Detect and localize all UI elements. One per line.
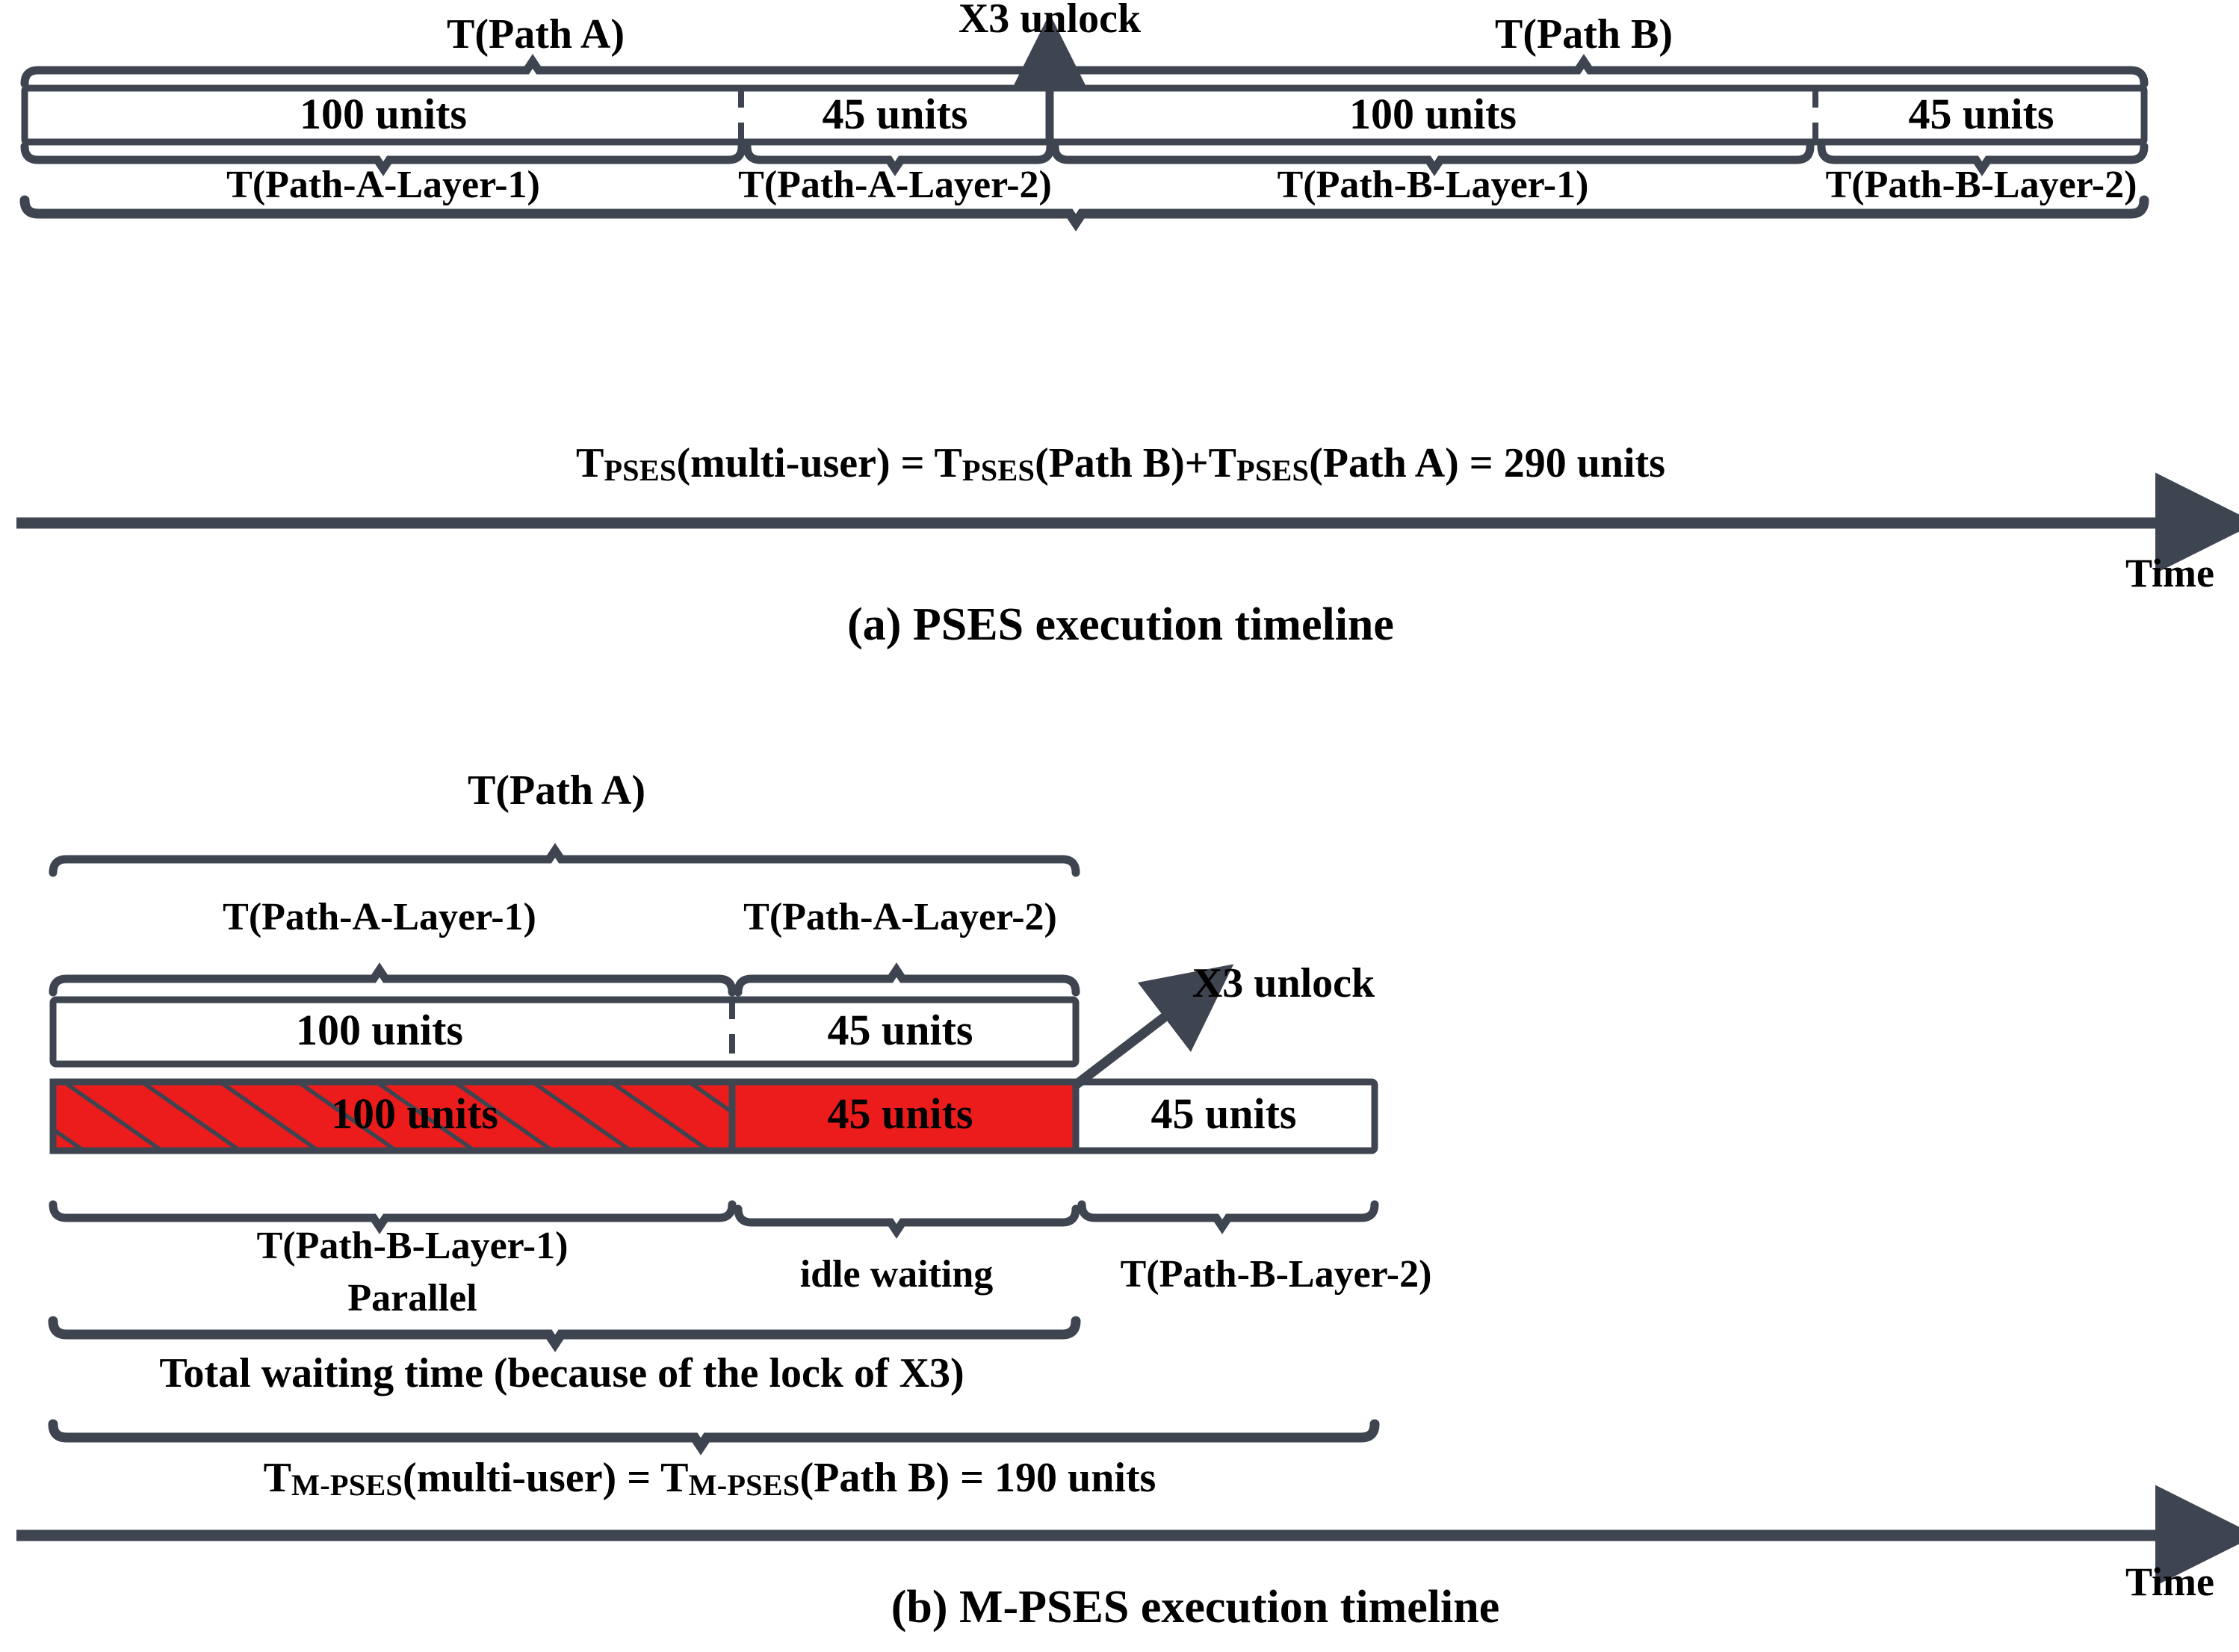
panel-a-segment-value-1: 100 units [299, 90, 468, 138]
formula-b-sub-1: M-PSES [291, 1467, 403, 1502]
panel-a-time-axis-label: Time [2125, 551, 2214, 595]
formula-T: T [575, 440, 604, 486]
panel-a-segment-value-2: 45 units [822, 90, 968, 138]
panel-a-brace-label-4: T(Path-B-Layer-2) [1825, 164, 2137, 206]
formula-sub-pses-3: PSES [1236, 453, 1310, 487]
panel-b-bottom-brace-sublabel-parallel: Parallel [347, 1277, 477, 1320]
panel-a-segment-value-4: 45 units [1908, 90, 2054, 138]
panel-a-top-brace-label-path-a: T(Path A) [447, 11, 625, 58]
panel-b-total-formula: TM-PSES(multi-user) = TM-PSES(Path B) = … [263, 1455, 1156, 1502]
panel-b-path-a-brace-label: T(Path A) [468, 767, 645, 814]
panel-b-graphics [16, 843, 2239, 1586]
panel-a-caption: (a) PSES execution timeline [847, 599, 1394, 650]
panel-b-path-a-layer1-brace-label: T(Path-A-Layer-1) [223, 896, 536, 938]
panel-b-waiting-brace-label: Total waiting time (because of the lock … [159, 1350, 964, 1396]
panel-a-top-brace-label-path-b: T(Path B) [1495, 11, 1673, 58]
panel-a-segment-value-3: 100 units [1348, 90, 1517, 138]
panel-b-path-a-layer2-brace-label: T(Path-A-Layer-2) [743, 896, 1057, 938]
formula-b-sub-2: M-PSES [688, 1467, 800, 1502]
formula-part-3: (Path A) = 290 units [1309, 440, 1666, 486]
panel-b-bottom-brace-label-3: T(Path-B-Layer-2) [1120, 1253, 1432, 1296]
panel-b-bottom-brace-label-1: T(Path-B-Layer-1) [256, 1225, 569, 1267]
formula-part-2: (Path B)+T [1035, 440, 1236, 486]
formula-b-part-2: (Path B) = 190 units [799, 1455, 1156, 1501]
panel-a-brace-label-2: T(Path-A-Layer-2) [738, 164, 1052, 206]
formula-part-1: (multi-user) = T [676, 440, 962, 486]
panel-a-brace-label-3: T(Path-B-Layer-1) [1277, 164, 1589, 206]
panel-a-total-formula: TPSES(multi-user) = TPSES(Path B)+TPSES(… [575, 440, 1666, 487]
formula-b-part-1: (multi-user) = T [403, 1455, 689, 1501]
panel-b-x3-unlock-label: X3 unlock [1192, 960, 1375, 1006]
formula-sub-pses-2: PSES [961, 453, 1035, 487]
panel-b-bottom-brace-label-2: idle waiting [799, 1253, 994, 1296]
panel-b-row-b-value-2: 45 units [827, 1089, 973, 1138]
formula-sub-pses-1: PSES [604, 453, 677, 487]
formula-b-T-1: T [263, 1455, 292, 1501]
panel-b-row-a-value-1: 100 units [295, 1006, 464, 1054]
panel-a-brace-label-1: T(Path-A-Layer-1) [226, 164, 540, 206]
panel-b-caption: (b) M-PSES execution timeline [891, 1582, 1500, 1633]
panel-b-row-b-value-3: 45 units [1151, 1089, 1297, 1138]
panel-b-row-a-value-2: 45 units [827, 1006, 973, 1054]
panel-b-time-axis-label: Time [2125, 1559, 2214, 1604]
panel-a-x3-unlock-label: X3 unlock [958, 0, 1142, 42]
panel-b-row-b-value-1: 100 units [330, 1089, 499, 1138]
